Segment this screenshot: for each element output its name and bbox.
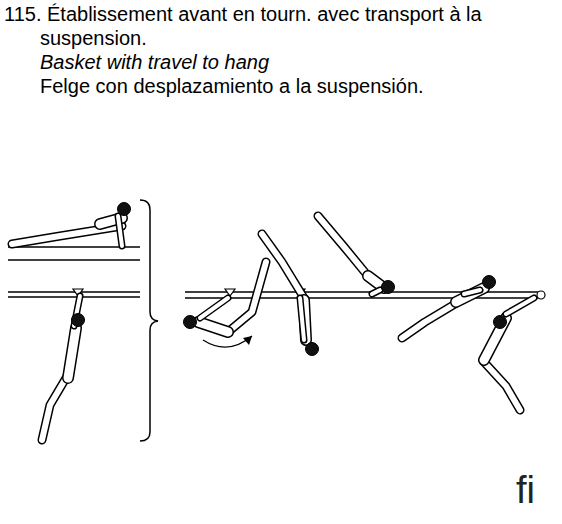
limb-fill [506,298,534,314]
limb-outline [118,216,122,246]
gymnast-figure [12,203,131,247]
head [72,314,85,327]
head [483,276,496,289]
limb-outline [456,288,484,302]
limb-outline [402,304,455,338]
limb-fill [42,378,66,440]
limb-outline [300,298,304,340]
element-name: Felge con desplazamiento a la suspensión… [40,74,424,98]
limb-outline [506,298,534,314]
limb-fill [300,298,304,340]
limb-fill [118,216,122,246]
limb-outline [228,262,266,332]
element-title: 115. Établissement avant en tourn. avec … [4,2,528,50]
limb-fill [372,290,380,294]
gymnast-figure [318,216,395,294]
limb-outline [42,378,66,440]
limb-fill [68,328,76,378]
arrow-head [243,336,252,345]
limb-outline [200,298,228,318]
head [494,316,507,329]
gymnast-figure [484,298,534,410]
bar-edge [8,259,140,261]
limb-fill [456,288,484,302]
limb-fill [200,298,228,318]
gymnast-figure [262,234,319,356]
limb-fill [484,362,520,410]
page-mark: fi [516,468,535,512]
limb-fill [318,216,368,276]
bar-end [537,291,545,299]
gymnast-figure [184,262,267,332]
limb-outline [372,290,380,294]
limb-fill [464,290,480,294]
limb-fill [198,322,228,332]
head [382,281,395,294]
gymnast-figure [42,296,85,440]
limb-outline [198,322,228,332]
limb-fill [262,234,304,298]
bar [185,292,542,298]
rotation-arrow [203,336,252,347]
bar-edge [8,291,140,293]
limb-outline [68,328,76,378]
bracket [140,200,158,441]
limb-outline [318,216,368,276]
bar [8,292,140,297]
limb-outline [464,290,480,294]
limb-fill [228,262,266,332]
limb-outline [262,234,304,298]
limb-fill [402,304,455,338]
bar-edge [185,297,542,299]
limb-outline [484,362,520,410]
head [118,203,131,216]
gymnast-figure [402,276,496,339]
head [306,343,319,356]
element-name: Basket with travel to hang [40,50,269,74]
head [184,316,197,329]
bar-edge [8,296,140,298]
